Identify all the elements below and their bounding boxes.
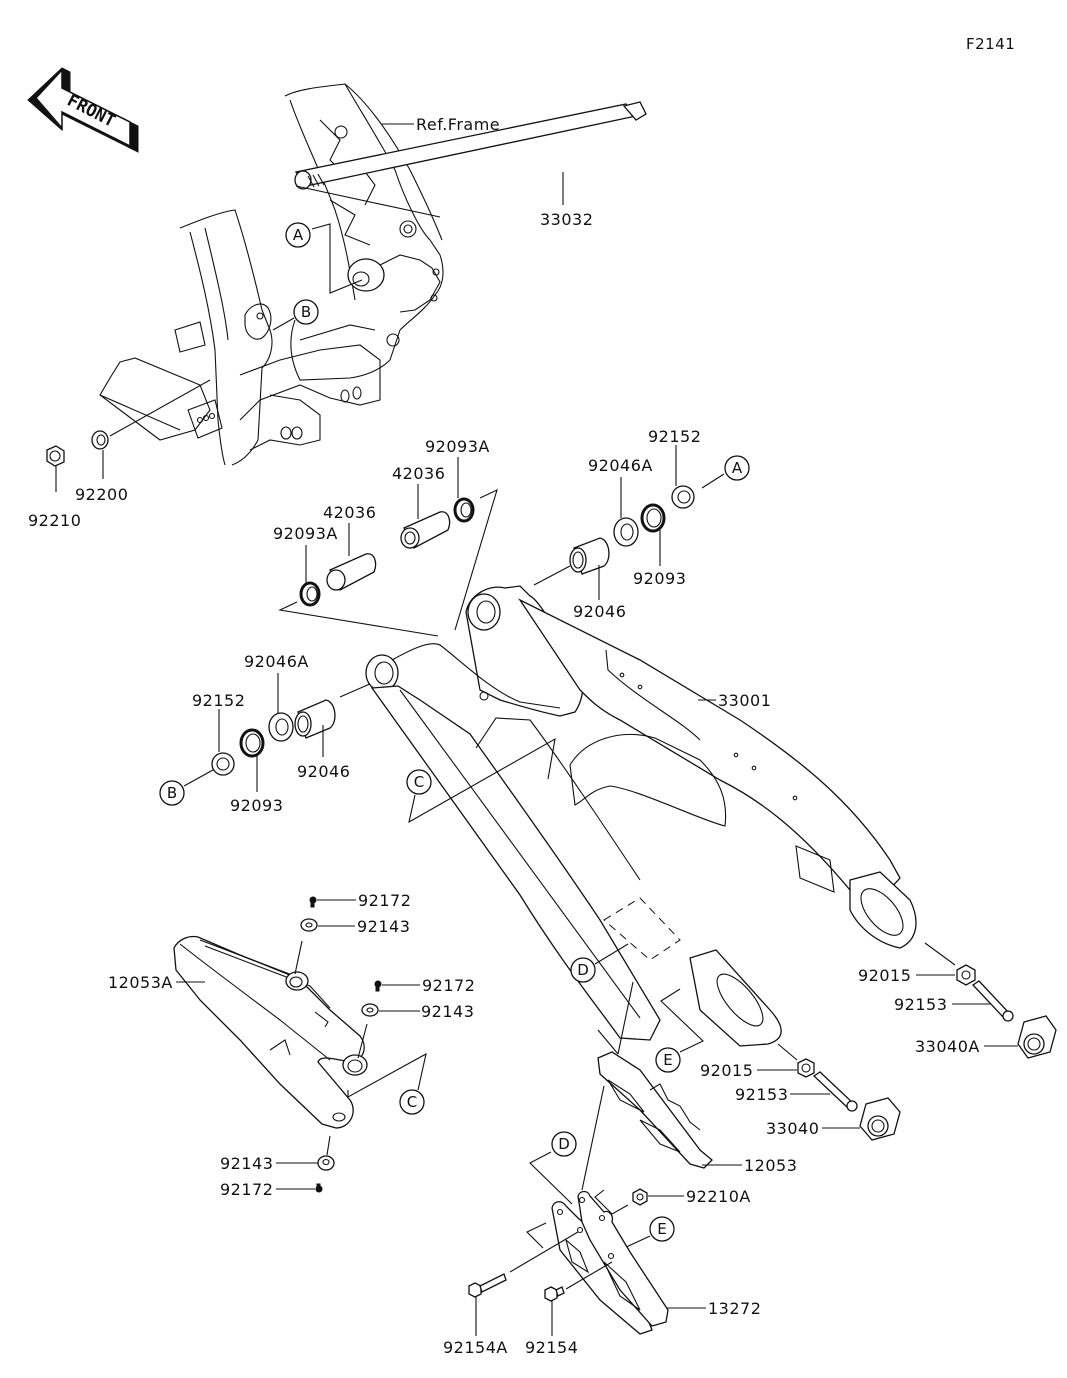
swingarm-33001 (365, 585, 917, 1047)
part-label-92153-right[interactable]: 92153 (894, 995, 947, 1014)
callout-c-swingarm: C (406, 737, 556, 824)
part-label-92046-right[interactable]: 92046 (573, 602, 626, 621)
seal-92093a-upper (453, 497, 475, 523)
svg-text:C: C (407, 1093, 417, 1111)
bolt-92153-left (812, 1071, 858, 1112)
figure-id: F2141 (966, 35, 1015, 53)
part-label-42036-lower[interactable]: 42036 (323, 503, 376, 522)
part-label-92143-mid[interactable]: 92143 (421, 1002, 474, 1021)
part-label-92154a[interactable]: 92154A (443, 1338, 508, 1357)
washer-92143-mid (361, 1003, 379, 1017)
seal-92046a-right (613, 517, 639, 547)
part-label-33032[interactable]: 33032 (540, 210, 593, 229)
part-label-33040a[interactable]: 33040A (915, 1037, 980, 1056)
pivot-shaft-33032 (294, 101, 647, 218)
screw-92172-bottom (315, 1183, 323, 1193)
spacer-92152-right (671, 485, 695, 509)
part-label-92172-mid[interactable]: 92172 (422, 976, 475, 995)
svg-text:D: D (558, 1135, 570, 1153)
callout-c-slider: C (347, 1052, 427, 1115)
seal-92093a-lower (299, 581, 321, 607)
seal-92046a-left (268, 712, 294, 742)
bearing-92046-left (294, 699, 336, 739)
callout-d-guide: D (529, 1131, 577, 1205)
screw-92172-mid (374, 980, 382, 992)
washer-92143-top (300, 918, 318, 932)
part-label-92093a-upper[interactable]: 92093A (425, 437, 490, 456)
collar-42036-upper (400, 511, 451, 549)
part-label-92046a-left[interactable]: 92046A (244, 652, 309, 671)
part-label-13272[interactable]: 13272 (708, 1299, 761, 1318)
svg-text:D: D (577, 961, 589, 979)
front-arrow-icon: FRONT (27, 67, 139, 153)
adjuster-33040a (1017, 1015, 1057, 1059)
part-label-42036-upper[interactable]: 42036 (392, 464, 445, 483)
svg-text:E: E (657, 1220, 666, 1238)
callout-d-swingarm: D (570, 943, 629, 983)
part-label-33040[interactable]: 33040 (766, 1119, 819, 1138)
svg-text:B: B (167, 784, 177, 802)
part-label-92143-bottom[interactable]: 92143 (220, 1154, 273, 1173)
nut-92015-right (956, 964, 976, 986)
part-label-92153-left[interactable]: 92153 (735, 1085, 788, 1104)
svg-text:A: A (732, 459, 743, 477)
part-label-92093-left[interactable]: 92093 (230, 796, 283, 815)
part-label-92015-right[interactable]: 92015 (858, 966, 911, 985)
svg-text:C: C (414, 773, 424, 791)
seal-92093-left (239, 728, 265, 758)
part-label-92210[interactable]: 92210 (28, 511, 81, 530)
part-label-92093a-lower[interactable]: 92093A (273, 524, 338, 543)
part-label-92143-top[interactable]: 92143 (357, 917, 410, 936)
nut-92015-left (797, 1058, 815, 1078)
spacer-92152-left (211, 752, 235, 776)
frame-reference-drawing (99, 83, 444, 466)
part-label-33001[interactable]: 33001 (718, 691, 771, 710)
washer-92143-bottom (317, 1155, 335, 1171)
callout-a-right: A (701, 455, 750, 489)
part-label-92093-right[interactable]: 92093 (633, 569, 686, 588)
ref-frame-label: Ref.Frame (416, 115, 500, 134)
part-label-92200[interactable]: 92200 (75, 485, 128, 504)
part-label-92046a-right[interactable]: 92046A (588, 456, 653, 475)
part-label-92154[interactable]: 92154 (525, 1338, 578, 1357)
callout-b-frame: B (272, 299, 319, 331)
callout-b-left: B (159, 769, 214, 806)
washer-92200 (91, 430, 109, 450)
bolt-92154a (468, 1273, 507, 1298)
part-label-92015-left[interactable]: 92015 (700, 1061, 753, 1080)
part-label-92210a[interactable]: 92210A (686, 1187, 751, 1206)
part-label-92152-left[interactable]: 92152 (192, 691, 245, 710)
part-label-92152-right[interactable]: 92152 (648, 427, 701, 446)
svg-text:B: B (301, 303, 311, 321)
callout-e-guide: E (619, 1216, 675, 1251)
bolt-92154 (544, 1286, 565, 1302)
part-label-92172-top[interactable]: 92172 (358, 891, 411, 910)
svg-text:A: A (293, 226, 304, 244)
seal-92093-right (640, 503, 666, 533)
svg-text:E: E (663, 1051, 672, 1069)
part-label-12053a[interactable]: 12053A (108, 973, 173, 992)
adjuster-33040 (859, 1097, 901, 1141)
collar-42036-lower (326, 553, 377, 591)
chain-slider-12053a (173, 935, 368, 1129)
nut-92210 (46, 445, 65, 467)
callout-a-frame: A (285, 222, 363, 294)
callout-e-swingarm: E (655, 988, 704, 1073)
screw-92172-top (309, 896, 317, 908)
bearing-92046-right (569, 537, 610, 575)
part-label-12053[interactable]: 12053 (744, 1156, 797, 1175)
bolt-92153-right (972, 980, 1014, 1022)
part-label-92046-left[interactable]: 92046 (297, 762, 350, 781)
nut-92210a (632, 1188, 648, 1206)
chain-guide-12053 (597, 1029, 713, 1169)
part-label-92172-bottom[interactable]: 92172 (220, 1180, 273, 1199)
